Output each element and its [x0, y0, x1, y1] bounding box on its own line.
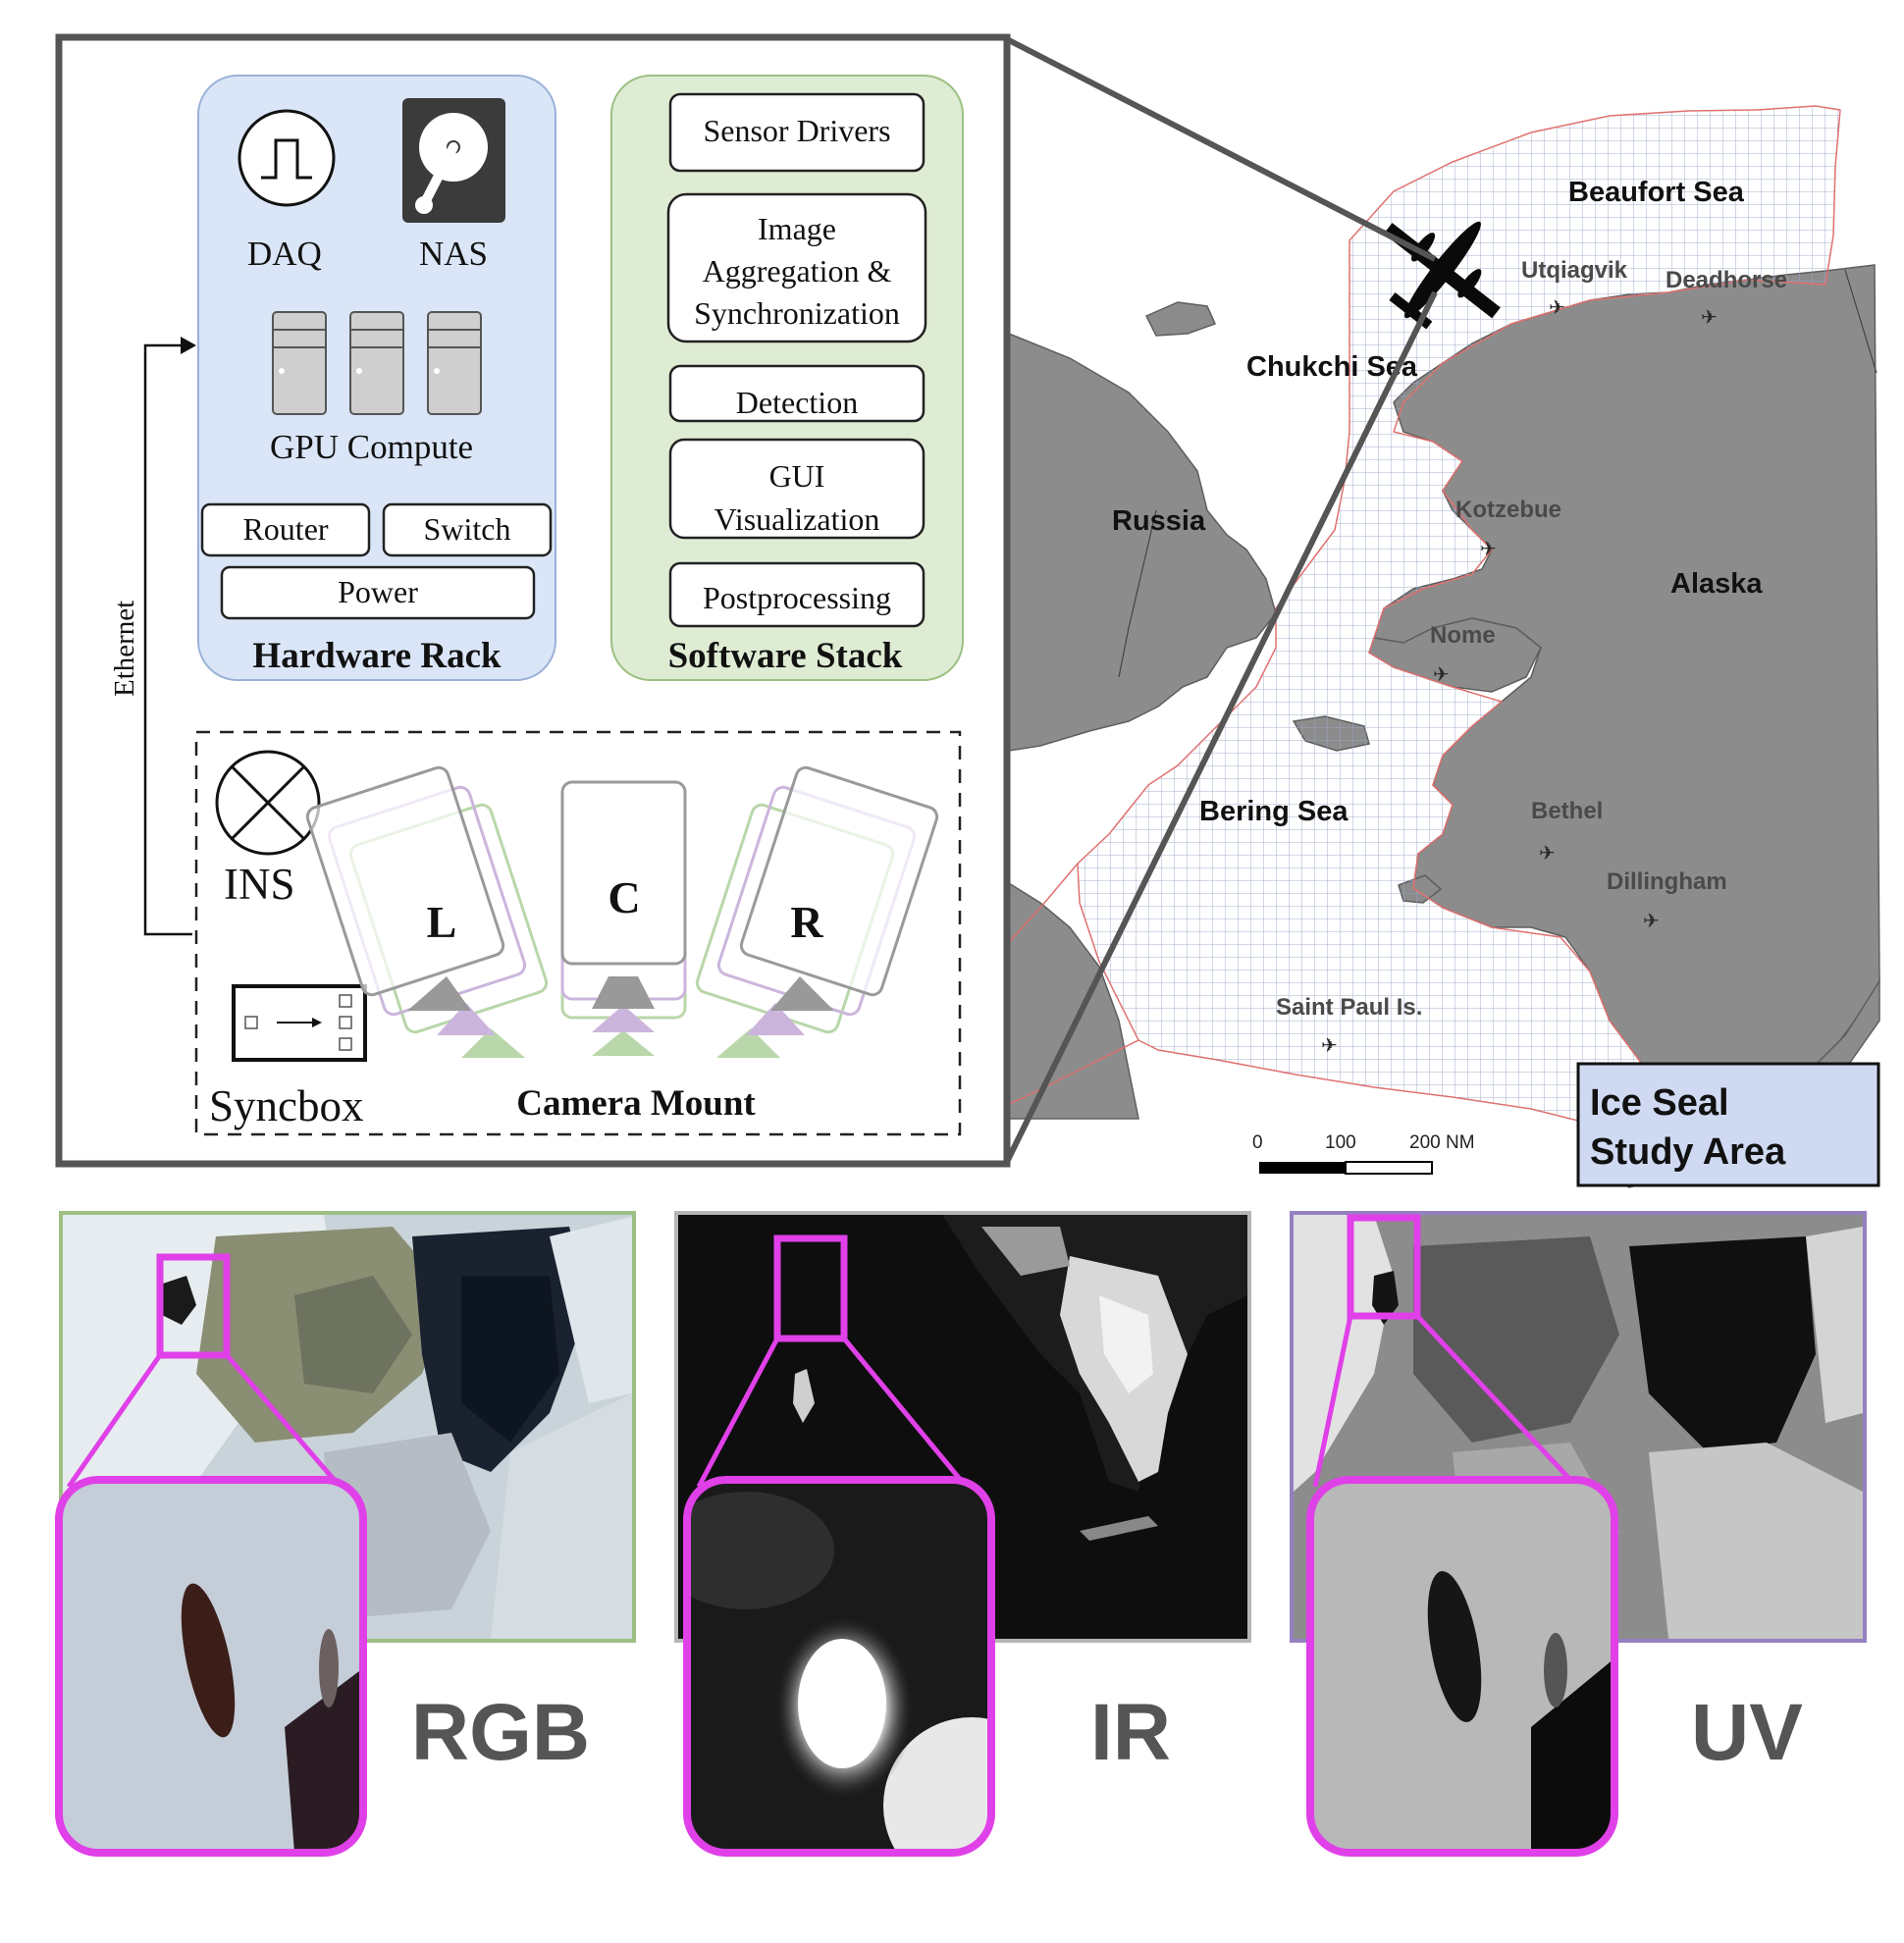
town-label-nome: Nome [1430, 622, 1496, 649]
ir-highlight-box [773, 1234, 848, 1342]
scale-tick-200: 200 NM [1409, 1132, 1475, 1153]
software-module-postprocessing: Postprocessing [703, 580, 891, 615]
software-module-box [668, 364, 926, 423]
software-module-gui-line2: Visualization [714, 501, 880, 537]
camera-right-label: R [790, 897, 823, 947]
town-label-deadhorse: Deadhorse [1666, 267, 1787, 293]
study-area-grid [1077, 105, 1841, 1129]
software-module-box [668, 561, 926, 628]
bering-sea-label: Bering Sea [1199, 796, 1349, 827]
software-module-box [668, 92, 926, 173]
power-box [220, 565, 536, 620]
canada-border-line [1844, 269, 1878, 374]
airport-icon: ✈ [1549, 297, 1565, 319]
software-module-image-line1: Image [758, 211, 836, 246]
airport-icon: ✈ [1433, 664, 1450, 686]
town-label-dillingham: Dillingham [1607, 868, 1727, 895]
uv-label: UV [1691, 1688, 1803, 1777]
ir-label: IR [1090, 1688, 1171, 1777]
uv-highlight-box [1347, 1214, 1421, 1320]
russia-label: Russia [1112, 505, 1206, 537]
camera-mount: INS Syncbox L [194, 730, 962, 1136]
hardware-rack: DAQ NAS [197, 75, 556, 681]
study-area-legend: Ice Seal Study Area [1576, 1062, 1880, 1187]
chukchi-sea-label: Chukchi Sea [1246, 351, 1418, 383]
rgb-highlight-box [156, 1253, 231, 1359]
camera-center-icon: C [560, 780, 687, 1056]
town-label-saint-paul: Saint Paul Is. [1276, 994, 1422, 1021]
ins-crosshair-icon [215, 750, 321, 856]
scale-bar: 0 100 200 NM [1252, 1132, 1475, 1175]
software-stack: Sensor Drivers Image Aggregation & Synch… [610, 75, 964, 681]
rgb-label: RGB [411, 1688, 590, 1777]
wrangel-island [1144, 301, 1217, 337]
uv-image-panel: UV [1290, 1211, 1867, 1857]
town-label-bethel: Bethel [1531, 798, 1603, 824]
airport-icon: ✈ [1480, 539, 1497, 560]
border-line [1118, 509, 1157, 678]
town-label-utqiagvik: Utqiagvik [1521, 257, 1628, 284]
ir-zoom-inset [683, 1476, 995, 1857]
software-module-image-line2: Aggregation & [703, 253, 892, 289]
nas-hard-drive-icon [402, 98, 505, 223]
camera-left-label: L [427, 897, 457, 947]
russia-southern-coast [1008, 881, 1139, 1120]
zoom-connector-bottom [1004, 290, 1438, 1164]
software-module-detection: Detection [736, 385, 858, 420]
ins-label: INS [224, 860, 295, 909]
zoom-connector-top [1005, 36, 1437, 262]
gpu-server-icon [272, 311, 482, 415]
power-label: Power [338, 574, 418, 609]
daq-pulse-icon [238, 109, 336, 207]
switch-label: Switch [424, 511, 511, 547]
nas-label: NAS [419, 235, 488, 273]
syncbox-label: Syncbox [209, 1081, 364, 1130]
router-label: Router [242, 511, 328, 547]
software-module-box [666, 192, 927, 343]
russia-landmass [1008, 332, 1277, 752]
airport-icon: ✈ [1643, 911, 1660, 932]
study-area-map: Beaufort Sea Chukchi Sea Bering Sea Russ… [1008, 105, 1880, 1188]
rgb-image-panel: RGB [55, 1211, 636, 1857]
airport-icon: ✈ [1539, 843, 1556, 865]
alaska-label: Alaska [1670, 568, 1763, 600]
system-diagram: DAQ NAS [55, 33, 1438, 1168]
airport-icon: ✈ [1321, 1035, 1338, 1057]
software-module-image-line3: Synchronization [694, 295, 900, 331]
beaufort-sea-label: Beaufort Sea [1568, 177, 1745, 208]
legend-line-1: Ice Seal [1590, 1082, 1729, 1124]
gpu-compute-label: GPU Compute [270, 428, 473, 466]
software-module-sensor-drivers: Sensor Drivers [703, 113, 890, 148]
camera-center-label: C [608, 872, 640, 922]
town-label-kotzebue: Kotzebue [1455, 497, 1561, 523]
ethernet-label: Ethernet [109, 601, 140, 697]
camera-mount-title: Camera Mount [516, 1083, 756, 1124]
daq-label: DAQ [247, 235, 322, 273]
ethernet-connector: Ethernet [109, 337, 196, 936]
software-module-gui-line1: GUI [769, 458, 825, 494]
switch-box [382, 502, 553, 557]
syncbox-icon [232, 984, 367, 1062]
camera-left-icon: L [305, 765, 549, 1058]
scale-tick-100: 100 [1325, 1132, 1356, 1153]
scale-tick-0: 0 [1252, 1132, 1263, 1153]
study-area-boundary [1008, 863, 1139, 1105]
camera-right-icon: R [695, 765, 939, 1058]
router-box [200, 502, 371, 557]
software-stack-title: Software Stack [668, 636, 903, 676]
hardware-rack-title: Hardware Rack [252, 636, 502, 676]
ir-image-panel: IR [674, 1211, 1251, 1857]
uv-zoom-inset [1306, 1476, 1618, 1857]
rgb-zoom-inset [55, 1476, 367, 1857]
airport-icon: ✈ [1701, 307, 1718, 329]
legend-line-2: Study Area [1590, 1131, 1786, 1173]
software-module-box [668, 438, 926, 540]
